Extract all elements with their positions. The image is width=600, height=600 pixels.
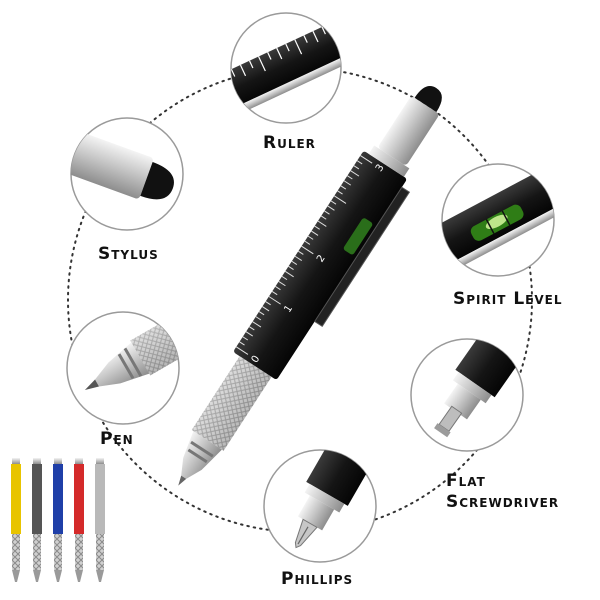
spirit-level-detail-circle (441, 163, 555, 277)
ruler-label: Ruler (263, 133, 316, 153)
spirit-level-label: Spirit Level (453, 289, 563, 309)
ruler-mark-2: 2 (315, 253, 328, 264)
pen-clip (313, 186, 411, 328)
variant-pen-gray (32, 458, 42, 582)
stylus-detail-circle (70, 117, 184, 231)
top-collar (368, 145, 410, 177)
variant-pen-silver (95, 458, 105, 582)
flat-screwdriver-detail-circle (410, 338, 524, 452)
ruler-mark-0: 0 (250, 354, 263, 365)
pen-body (234, 151, 407, 380)
ruler-detail-circle (230, 12, 342, 124)
ruler-mark-1: 1 (282, 303, 295, 314)
stylus-label: Stylus (98, 244, 159, 264)
phillips-detail-circle (263, 449, 377, 563)
pen-tip (178, 475, 187, 486)
body-level-window (343, 218, 373, 255)
color-variants (11, 458, 105, 582)
pen-label: Pen (100, 429, 134, 449)
main-pen: 0 1 2 3 (178, 86, 442, 486)
stylus-barrel (379, 97, 439, 165)
body-ruler-ticks (235, 155, 373, 355)
stylus-tip (414, 86, 442, 112)
variant-pen-yellow (11, 458, 21, 582)
variant-pen-red (74, 458, 84, 582)
screwdriver-label: Screwdriver (446, 492, 560, 512)
phillips-label: Phillips (281, 569, 354, 589)
ruler-mark-3: 3 (374, 163, 387, 174)
pen-detail-circle (66, 311, 180, 425)
variant-pen-blue (53, 458, 63, 582)
flat-label: Flat (446, 471, 486, 491)
